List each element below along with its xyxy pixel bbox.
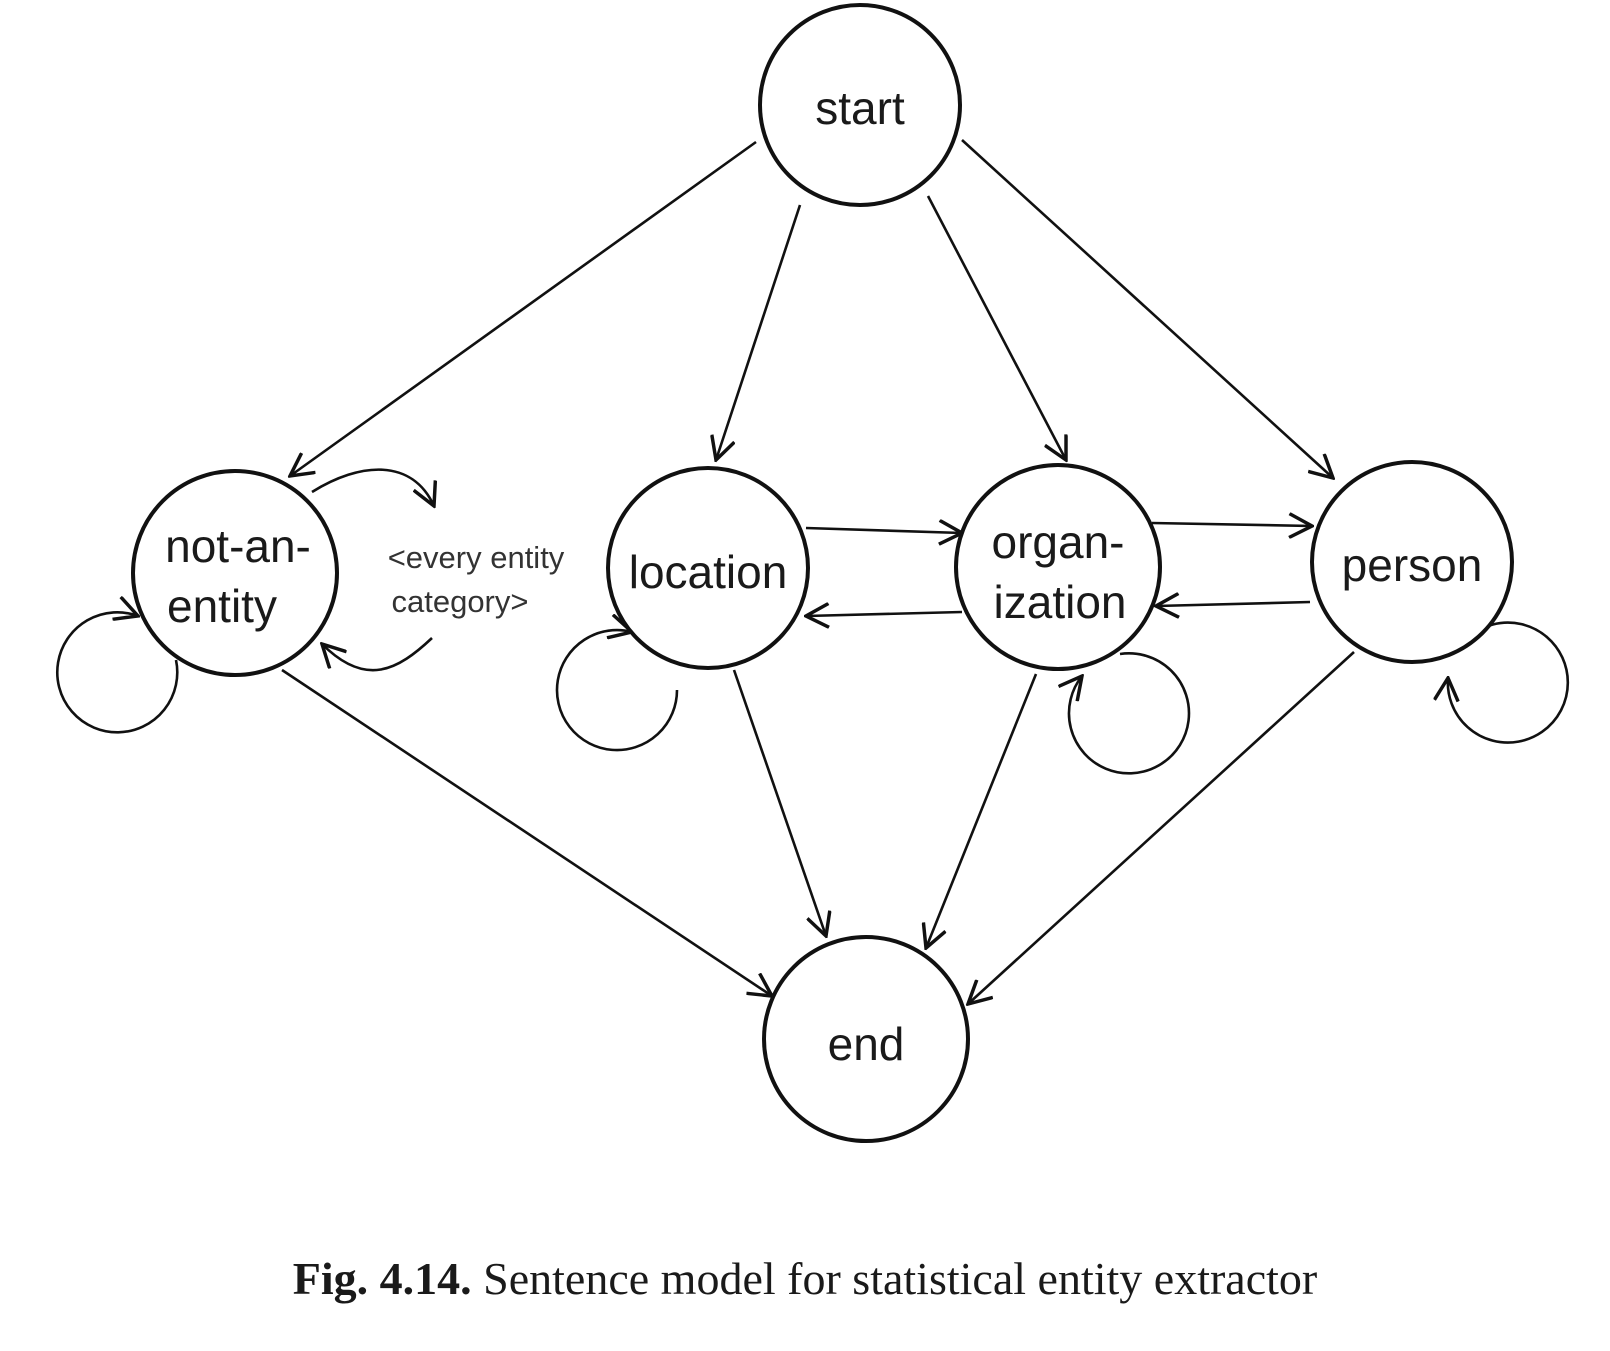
self-loop-location — [555, 630, 679, 752]
figure-number: Fig. 4.14. — [292, 1253, 472, 1304]
edge-location-to-end — [732, 669, 826, 936]
edge-not-an-entity-to-every-category — [311, 468, 434, 506]
edge-location-to-organization — [805, 528, 962, 533]
edge-every-category-to-not-an-entity — [322, 637, 433, 672]
node-location: location — [606, 466, 810, 670]
edge-organization-to-end — [926, 673, 1038, 948]
figure-caption-text: Sentence model for statistical entity ex… — [471, 1253, 1318, 1304]
node-end: end — [762, 935, 970, 1143]
self-loop-person — [1448, 621, 1570, 744]
every-entity-category-label-line2: category> — [391, 584, 528, 619]
node-start: start — [758, 3, 962, 207]
node-person-label: person — [1342, 539, 1483, 591]
node-start-label: start — [815, 82, 905, 134]
node-location-label: location — [629, 546, 788, 598]
edge-organization-to-location — [806, 612, 963, 616]
node-not-an-entity-label-line1: not-an- — [165, 520, 311, 572]
node-not-an-entity-label-line2: entity — [167, 580, 277, 632]
edge-start-to-person — [961, 139, 1333, 478]
edge-start-to-not-an-entity — [290, 140, 757, 476]
edge-person-to-organization — [1156, 602, 1311, 606]
every-entity-category-label-line1: <every entity — [388, 540, 565, 575]
edge-start-to-location — [716, 204, 802, 460]
node-organization-label-line2: ization — [994, 576, 1127, 628]
self-loop-organization — [1069, 652, 1191, 775]
node-organization-label-line1: organ- — [992, 516, 1125, 568]
figure-caption: Fig. 4.14. Sentence model for statistica… — [0, 1252, 1610, 1305]
node-person: person — [1310, 460, 1514, 664]
node-organization: organ- ization — [954, 463, 1162, 671]
self-loop-not-an-entity — [55, 612, 179, 734]
node-not-an-entity: not-an- entity — [131, 469, 339, 677]
edge-organization-to-person — [1151, 523, 1312, 526]
node-end-label: end — [828, 1018, 905, 1070]
edge-not-an-entity-to-end — [281, 668, 772, 996]
edge-person-to-end — [968, 651, 1355, 1004]
edge-start-to-organization — [926, 195, 1066, 460]
